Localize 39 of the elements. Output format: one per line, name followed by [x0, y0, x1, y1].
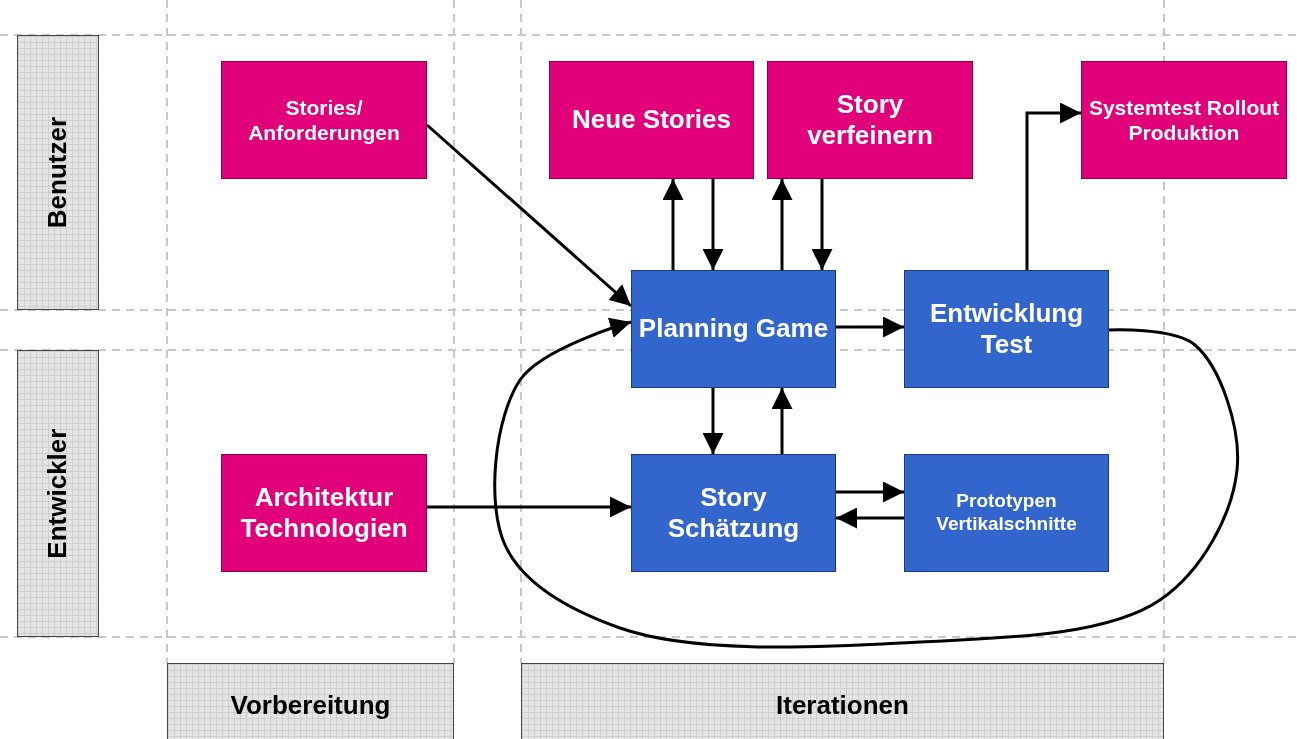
- process-box: [767, 61, 973, 179]
- process-box: [221, 61, 427, 179]
- lane-label: Benutzer: [42, 116, 74, 229]
- box-label: Prototypen Vertikalschnitte: [935, 490, 1078, 536]
- arrow: [702, 179, 724, 270]
- box-label: Story Schätzung: [666, 481, 801, 545]
- box-label: Story verfeinern: [806, 88, 934, 152]
- lane-header: [17, 350, 99, 637]
- box-label: Entwicklung Test: [928, 297, 1085, 361]
- process-box: [631, 270, 836, 388]
- box-label: Neue Stories: [571, 104, 732, 136]
- process-box: [1081, 61, 1287, 179]
- process-box: [549, 61, 754, 179]
- process-box: [904, 454, 1109, 572]
- box-label: Architektur Technologien: [239, 481, 409, 545]
- box-label: Systemtest Rollout Produktion: [1087, 94, 1281, 146]
- arrow: [1025, 102, 1081, 270]
- process-box: [221, 454, 427, 572]
- phase-label: Iterationen: [776, 690, 909, 722]
- lane-header: [17, 35, 99, 310]
- box-label: Stories/ Anforderungen: [247, 94, 401, 146]
- arrow: [836, 507, 904, 529]
- process-box: [631, 454, 836, 572]
- arrow: [662, 179, 684, 270]
- box-label: Planning Game: [637, 313, 830, 345]
- arrow: [836, 316, 904, 338]
- arrow: [427, 496, 631, 518]
- process-box: [904, 270, 1109, 388]
- lane-label: Entwickler: [42, 428, 74, 559]
- arrow: [426, 123, 632, 308]
- arrow: [493, 317, 1239, 649]
- arrow: [836, 481, 904, 503]
- phase-header: [521, 663, 1164, 739]
- arrow: [771, 179, 793, 270]
- arrow: [702, 388, 724, 454]
- arrow: [811, 179, 833, 270]
- phase-header: [167, 663, 454, 739]
- phase-label: Vorbereitung: [230, 690, 391, 722]
- arrow: [771, 388, 793, 454]
